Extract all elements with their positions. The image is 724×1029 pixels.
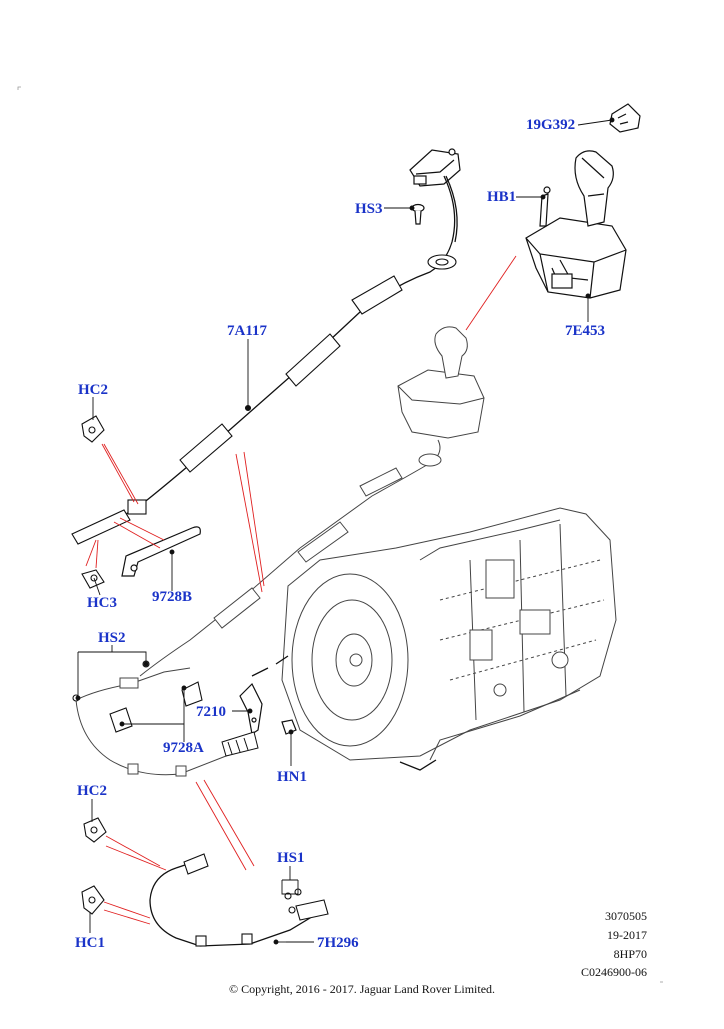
cable-end-lower bbox=[221, 731, 259, 757]
label-hs1: HS1 bbox=[277, 850, 305, 866]
bracket-9728b bbox=[121, 526, 201, 577]
shift-knob-button bbox=[609, 103, 641, 133]
label-hs3: HS3 bbox=[355, 201, 383, 217]
meta-illustration-id: C0246900-06 bbox=[581, 965, 647, 979]
gear-shift-cable-lower bbox=[149, 859, 321, 947]
leader-lines-red bbox=[85, 255, 517, 925]
label-hn1: HN1 bbox=[277, 769, 307, 785]
cable-lower-ghost bbox=[75, 667, 251, 777]
gear-selector-assembly bbox=[525, 150, 627, 299]
screw-hs3 bbox=[411, 203, 425, 225]
cable-lower-parts bbox=[81, 817, 329, 947]
transmission-outline-dashes bbox=[251, 655, 437, 771]
label-9728b: 9728B bbox=[152, 589, 193, 605]
label-hc3: HC3 bbox=[87, 595, 117, 611]
label-19g392: 19G392 bbox=[526, 117, 576, 133]
label-hb1: HB1 bbox=[487, 189, 517, 205]
label-7a117: 7A117 bbox=[227, 323, 268, 339]
label-7h296: 7H296 bbox=[317, 935, 359, 951]
meta-date: 19-2017 bbox=[607, 928, 647, 942]
bracket-9728a bbox=[72, 660, 203, 733]
meta-code: 3070505 bbox=[605, 909, 647, 923]
label-7e453: 7E453 bbox=[565, 323, 606, 339]
label-hc2-top: HC2 bbox=[78, 382, 108, 398]
gear-shift-cable-upper bbox=[125, 175, 458, 515]
leader-lines-black bbox=[75, 117, 615, 945]
meta-transmission: 8HP70 bbox=[613, 947, 647, 961]
copyright-notice: © Copyright, 2016 - 2017. Jaguar Land Ro… bbox=[228, 982, 496, 996]
cable-sleeves-upper bbox=[179, 254, 457, 473]
label-7210: 7210 bbox=[196, 704, 226, 720]
gear-selector-ghost bbox=[139, 326, 485, 677]
label-hc1: HC1 bbox=[75, 935, 105, 951]
label-hc2-bottom: HC2 bbox=[77, 783, 107, 799]
cable-end-upper bbox=[71, 415, 147, 589]
label-hs2: HS2 bbox=[98, 630, 126, 646]
bolt-hb1 bbox=[539, 186, 551, 227]
cable-bracket-upper bbox=[409, 148, 461, 187]
transmission-housing bbox=[281, 507, 617, 761]
label-9728a: 9728A bbox=[163, 740, 204, 756]
corner-mark bbox=[17, 86, 21, 90]
